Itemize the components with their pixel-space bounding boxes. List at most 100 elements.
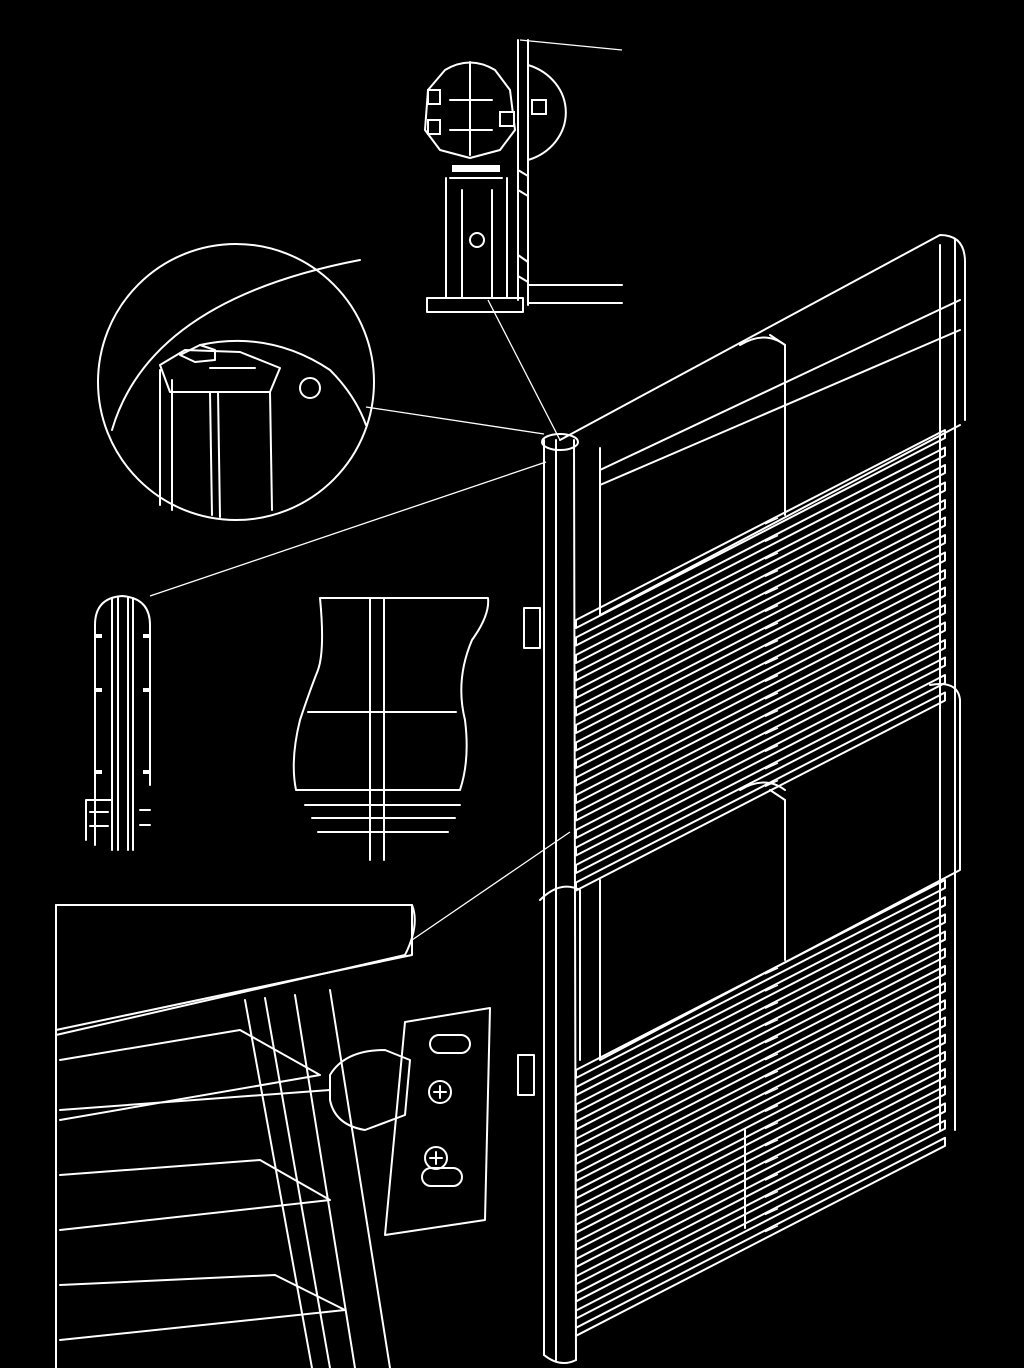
leader-to-assembly: [365, 406, 545, 435]
notch: [95, 688, 102, 692]
louver-blade: [575, 1068, 946, 1269]
louver-divider-tick: [764, 1225, 779, 1233]
louver-divider-tick: [764, 692, 779, 700]
tab-1: [517, 169, 529, 197]
post-base-plate: [426, 297, 524, 313]
frame-rail-2: [264, 997, 331, 1368]
post-cap: [541, 433, 579, 451]
profile-top-edge: [111, 259, 361, 431]
louver-divider-tick: [764, 517, 779, 525]
louver-blade: [575, 896, 946, 1097]
louver-divider-tick: [764, 1001, 779, 1009]
louver-blade: [575, 639, 946, 839]
end-cap-curve: [527, 64, 567, 161]
louver-divider-tick: [764, 1156, 779, 1164]
upper-valance-cap: [739, 336, 786, 346]
louver-blade: [575, 999, 946, 1200]
frame-rail-4: [329, 989, 391, 1368]
louver-blade: [575, 656, 946, 857]
louver-divider-tick: [764, 1087, 779, 1095]
louver-blade: [575, 1119, 946, 1320]
louver-blade: [575, 534, 946, 734]
louver-divider-tick: [764, 534, 779, 543]
profile-lug: [179, 344, 216, 363]
bracket-plate: [384, 1007, 491, 1236]
louver-divider-tick: [764, 1173, 779, 1181]
post-clip: [517, 1054, 535, 1096]
louver-blade: [575, 586, 946, 787]
louver-divider-tick: [764, 552, 779, 560]
louver-divider-tick: [764, 1104, 779, 1113]
top-beam-lower: [55, 904, 416, 1036]
notch: [143, 688, 150, 692]
tab-2: [517, 254, 529, 283]
louver-divider-tick: [764, 1053, 779, 1061]
louver-blade: [575, 913, 946, 1114]
slot-hole: [421, 1167, 463, 1187]
louver-blade: [575, 691, 946, 892]
louver-divider-tick: [764, 779, 779, 788]
louver-group: [575, 429, 946, 1337]
louver-blade: [575, 429, 946, 629]
louver-blade: [575, 1085, 946, 1286]
louver-blade-2: [59, 1159, 331, 1231]
leader-to-post: [149, 461, 547, 597]
louver-blade: [575, 604, 946, 804]
end-cap-plug: [531, 99, 547, 115]
profile-slot-right: [499, 111, 515, 127]
slot-hole: [429, 1034, 471, 1054]
louver-divider-tick: [764, 1190, 779, 1199]
top-rail-edge-1: [599, 299, 961, 471]
louver-divider-tick: [764, 622, 779, 630]
louver-divider-tick: [764, 1036, 779, 1044]
post-edge-5: [269, 391, 273, 511]
louver-blade: [575, 481, 946, 682]
profile-cap: [452, 165, 500, 172]
profile-head: [424, 61, 516, 159]
louver-blade: [575, 964, 946, 1165]
lower-valance-divider: [769, 789, 786, 961]
top-rail-edge-2: [599, 329, 961, 486]
louver-blade: [575, 499, 946, 699]
post-clip: [523, 607, 541, 649]
bracket-lines: [85, 799, 151, 841]
screw-icon: [428, 1080, 452, 1104]
louver-blade: [575, 1033, 946, 1234]
post-edge-3: [209, 391, 213, 516]
notch: [143, 634, 150, 638]
louver-blade: [575, 621, 946, 822]
louver-divider-tick: [764, 762, 779, 770]
bracket-closeup: [55, 831, 571, 1368]
top-section-detail: [424, 39, 623, 313]
notch: [143, 770, 150, 774]
top-rail-upper: [559, 234, 966, 441]
middle-post-cap: [539, 885, 581, 1061]
louver-divider-tick: [764, 604, 779, 613]
louver-blade: [575, 1136, 946, 1337]
post-outline: [94, 595, 151, 846]
frame-rail-3: [294, 994, 356, 1368]
louver-blade: [575, 516, 946, 717]
lower-valance-cap: [739, 781, 786, 791]
louver-divider-tick: [764, 587, 779, 595]
louver-divider-tick: [764, 744, 779, 753]
louver-profile-outline: [292, 597, 490, 791]
post-foot: [543, 1354, 577, 1365]
frame-rail-1: [244, 999, 313, 1368]
louver-blade: [575, 551, 946, 752]
louver-blade: [575, 982, 946, 1183]
main-assembly: [517, 234, 966, 1365]
louver-divider-tick: [764, 709, 779, 718]
louver-divider-tick: [764, 1208, 779, 1216]
screw-head-icon: [299, 377, 321, 399]
top-beam: [55, 904, 413, 1031]
leader-line: [519, 39, 623, 51]
louver-divider-tick: [764, 984, 779, 992]
louver-divider-tick: [764, 727, 779, 735]
post-hole: [469, 232, 485, 248]
leader-to-post-top: [487, 299, 561, 441]
louver-blade: [575, 930, 946, 1131]
louver-blade: [575, 1016, 946, 1217]
profile-slot-left-2: [427, 119, 441, 135]
